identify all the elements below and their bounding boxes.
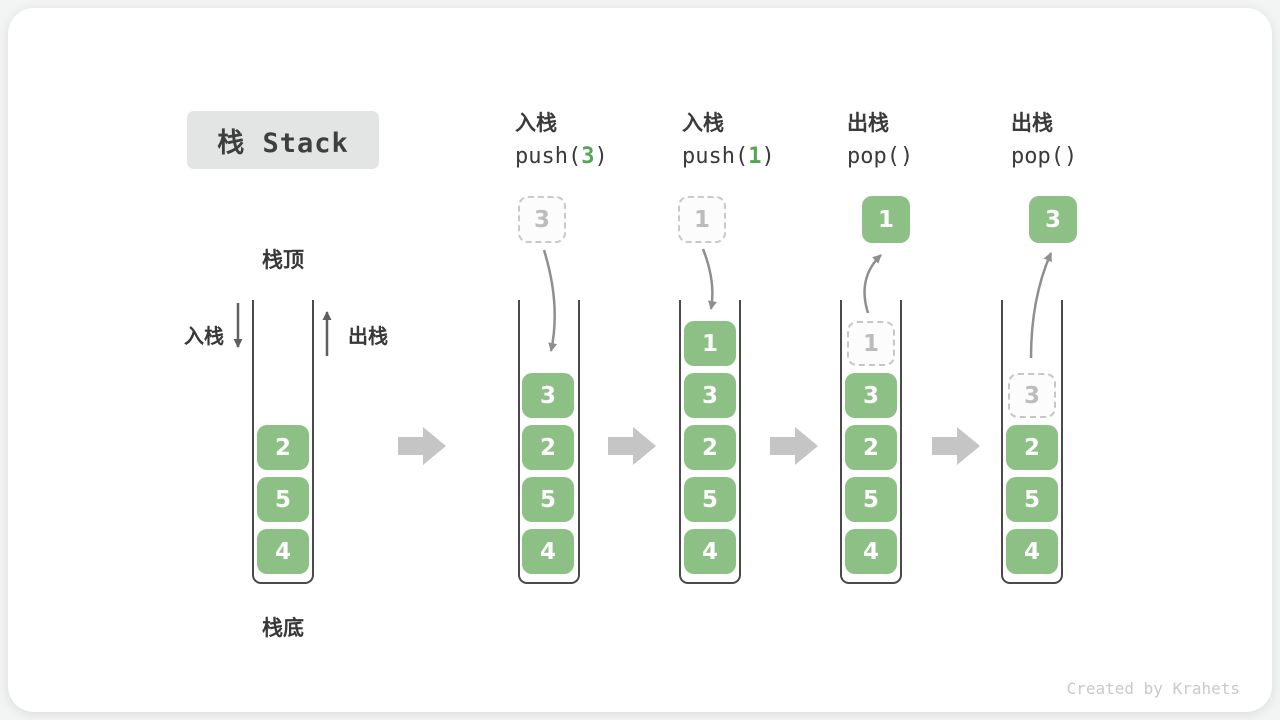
stack-cell: 1	[684, 321, 736, 366]
operation-header-push-3: 入栈 push(3)	[515, 106, 685, 174]
stack-cell: 2	[684, 425, 736, 470]
operation-header-push-1: 入栈 push(1)	[682, 106, 852, 174]
stack-cell: 2	[522, 425, 574, 470]
operation-code: push(1)	[682, 144, 775, 169]
operation-label: 入栈	[515, 111, 557, 135]
operation-code: pop()	[847, 144, 914, 169]
stack-cell: 5	[684, 477, 736, 522]
stack-bottom-label: 栈底	[262, 616, 304, 640]
incoming-value-box: 3	[518, 196, 566, 243]
stack-cell: 2	[845, 425, 897, 470]
diagram-title: 栈 Stack	[187, 111, 379, 169]
push-direction-label: 入栈	[184, 324, 224, 348]
operation-label: 入栈	[682, 111, 724, 135]
operation-code: push(3)	[515, 144, 608, 169]
operation-header-pop-1: 出栈 pop()	[847, 106, 1017, 174]
stack-top-label: 栈顶	[262, 248, 304, 272]
stack-cell: 4	[257, 529, 309, 574]
diagram-title-label: 栈 Stack	[217, 127, 349, 159]
stack-cell: 3	[684, 373, 736, 418]
operation-code-arg: 3	[581, 144, 595, 169]
stack-cell: 5	[522, 477, 574, 522]
stack-cell: 4	[684, 529, 736, 574]
stack-cell: 5	[845, 477, 897, 522]
stack-cell: 5	[1006, 477, 1058, 522]
popped-value-box: 1	[862, 196, 910, 243]
incoming-value-box: 1	[678, 196, 726, 243]
operation-code-arg: 1	[748, 144, 762, 169]
operation-code: pop()	[1011, 144, 1078, 169]
stack-cell: 3	[522, 373, 574, 418]
removed-stack-cell: 3	[1008, 373, 1056, 418]
popped-value-box: 3	[1029, 196, 1077, 243]
operation-label: 出栈	[1011, 111, 1053, 135]
stack-cell: 5	[257, 477, 309, 522]
stack-cell: 4	[522, 529, 574, 574]
operation-header-pop-3: 出栈 pop()	[1011, 106, 1181, 174]
stack-cell: 4	[1006, 529, 1058, 574]
operation-label: 出栈	[847, 111, 889, 135]
watermark: Created by Krahets	[1066, 679, 1240, 698]
stack-cell: 2	[257, 425, 309, 470]
stack-cell: 2	[1006, 425, 1058, 470]
stack-cell: 4	[845, 529, 897, 574]
stack-cell: 3	[845, 373, 897, 418]
pop-direction-label: 出栈	[348, 324, 388, 348]
removed-stack-cell: 1	[847, 321, 895, 366]
